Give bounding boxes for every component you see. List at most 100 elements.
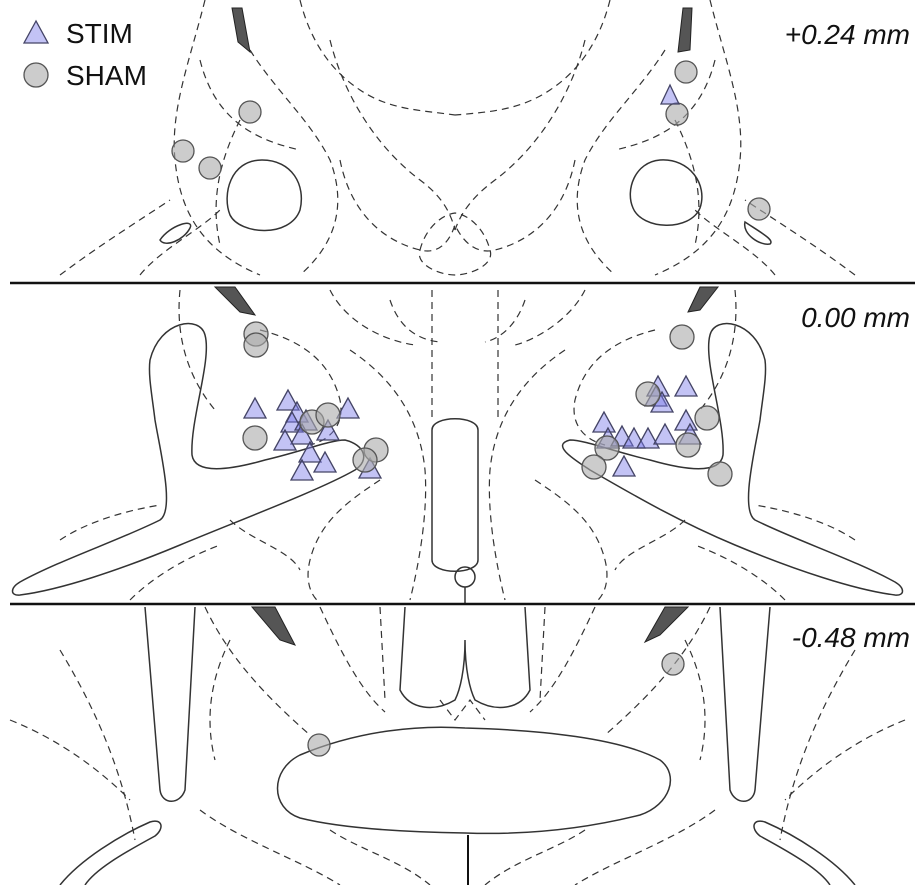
small-oval-right: [745, 222, 771, 244]
section-label: 0.00 mm: [801, 302, 910, 333]
boundary: [485, 830, 585, 885]
sham-marker: [199, 157, 221, 179]
legend: STIM SHAM: [24, 18, 147, 91]
boundary: [785, 720, 905, 800]
sham-marker: [666, 103, 688, 125]
boundary: [455, 160, 575, 251]
boundary: [320, 607, 385, 712]
sham-marker: [244, 333, 268, 357]
stim-marker: [654, 424, 676, 444]
stim-marker: [291, 460, 313, 480]
stim-marker: [613, 456, 635, 476]
boundary: [700, 290, 736, 410]
sham-marker: [676, 433, 700, 457]
boundary: [330, 40, 455, 230]
central-v-structure: [400, 607, 530, 707]
ventricle-right: [563, 324, 903, 596]
sham-marker: [243, 426, 267, 450]
boundary: [455, 40, 585, 230]
lateral-structure-right: [720, 607, 770, 801]
boundary: [130, 545, 220, 600]
boundary: [308, 480, 380, 603]
boundary: [380, 607, 385, 700]
midline-structure: [432, 419, 478, 572]
boundary: [515, 290, 585, 345]
vessel-left: [215, 287, 255, 315]
boundary: [575, 810, 715, 885]
boundary: [300, 0, 455, 115]
sham-marker: [675, 61, 697, 83]
boundary: [340, 160, 455, 251]
vessel-left: [252, 607, 295, 645]
stim-marker: [661, 85, 679, 104]
boundary: [419, 213, 490, 275]
section-label: -0.48 mm: [792, 622, 910, 653]
sham-marker: [708, 462, 732, 486]
boundary: [485, 300, 525, 342]
panel-0-00: 0.00 mm: [13, 287, 911, 603]
boundary: [780, 650, 855, 840]
sham-marker: [695, 406, 719, 430]
boundary: [10, 720, 130, 800]
corner-shape-right: [754, 821, 855, 885]
boundary: [695, 545, 785, 600]
ventricle-right: [630, 160, 702, 225]
boundary: [440, 700, 485, 720]
small-oval-left: [160, 223, 191, 243]
vessel-left: [232, 8, 250, 52]
sham-marker: [748, 198, 770, 220]
stim-marker: [593, 412, 615, 432]
boundary: [615, 520, 685, 570]
boundary: [330, 830, 430, 885]
boundary: [60, 650, 135, 840]
sham-marker: [239, 101, 261, 123]
boundary: [250, 50, 338, 275]
sham-marker: [670, 325, 694, 349]
sham-marker: [636, 382, 660, 406]
boundary: [179, 290, 215, 410]
boundary: [210, 640, 230, 760]
boundary: [60, 505, 160, 540]
sham-marker: [662, 653, 684, 675]
stim-marker: [244, 398, 266, 418]
corner-shape-left: [60, 821, 161, 885]
stim-marker: [675, 376, 697, 396]
boundary: [216, 120, 240, 245]
boundary: [655, 0, 741, 275]
boundary: [455, 0, 610, 115]
vessel-right: [688, 287, 718, 312]
boundary: [685, 640, 705, 760]
stim-marker: [675, 410, 697, 430]
boundary: [489, 350, 565, 600]
boundary: [535, 480, 607, 603]
section-label: +0.24 mm: [785, 19, 910, 50]
sham-marker: [582, 455, 606, 479]
boundary: [755, 505, 855, 540]
panel-plus-0-24: +0.24 mm: [60, 0, 910, 275]
boundary: [140, 210, 220, 275]
boundary: [200, 810, 340, 885]
sham-marker: [308, 734, 330, 756]
boundary: [540, 607, 545, 700]
boundary: [205, 607, 310, 735]
vessel-right: [645, 607, 688, 642]
sham-marker: [316, 403, 340, 427]
boundary: [577, 50, 665, 275]
legend-stim-label: STIM: [66, 18, 133, 49]
legend-sham-label: SHAM: [66, 60, 147, 91]
boundary: [230, 520, 300, 570]
circle-marker-icon: [24, 63, 48, 87]
panel-minus-0-48: -0.48 mm: [10, 607, 910, 885]
sham-marker: [353, 448, 377, 472]
sham-marker: [172, 140, 194, 162]
boundary: [675, 120, 699, 245]
boundary: [330, 290, 415, 345]
lateral-structure-left: [145, 607, 195, 801]
boundary: [60, 200, 170, 275]
triangle-marker-icon: [24, 21, 48, 43]
stim-marker: [637, 428, 659, 448]
large-oval: [278, 727, 671, 833]
vessel-right: [678, 8, 692, 52]
ventricle-left: [227, 160, 301, 231]
